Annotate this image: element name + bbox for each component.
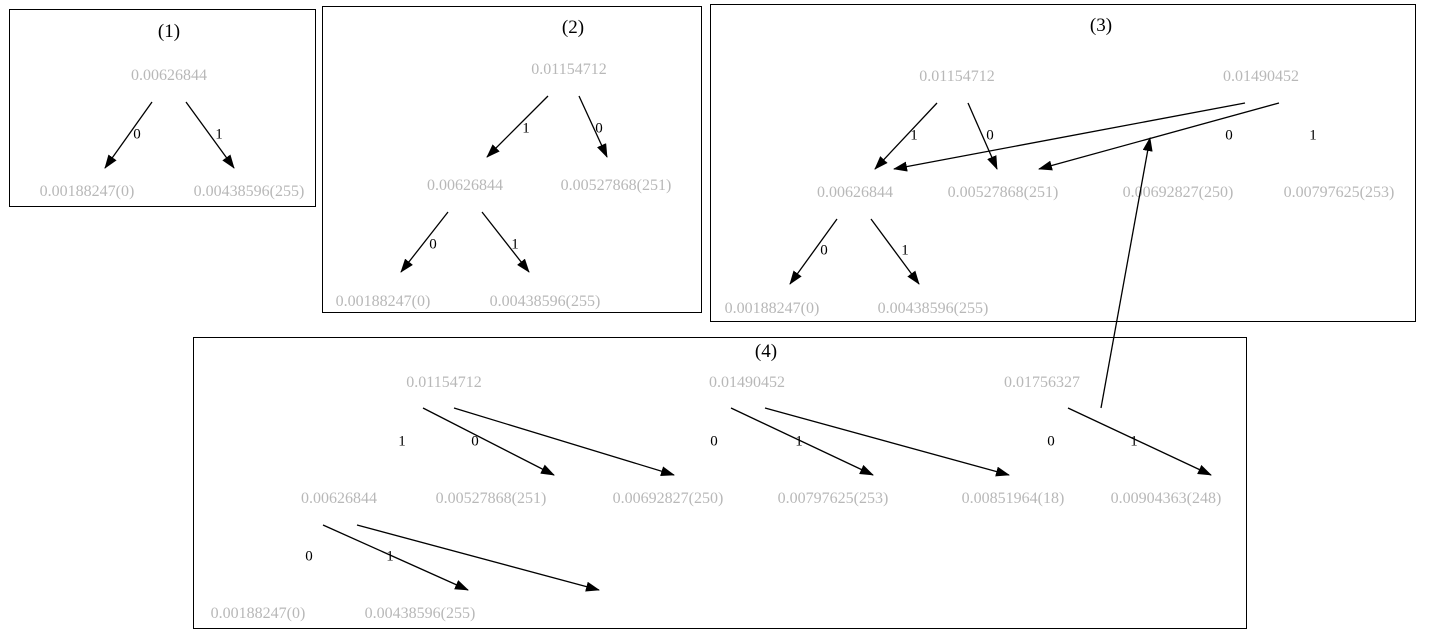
edge-arrow-r-a <box>874 102 938 170</box>
edge-arrow-a-b <box>789 218 838 285</box>
edge-arrow-s-f <box>764 407 1010 477</box>
edge-label: 0 <box>305 548 313 565</box>
edge-arrow-a-b <box>400 211 449 273</box>
edge-arrow-a-b <box>104 101 153 169</box>
edge-label: 1 <box>910 127 918 144</box>
tree-node: 0.00438596(255) <box>364 605 476 622</box>
tree-node: 0.01490452 <box>1223 68 1299 85</box>
edge-label: 1 <box>398 433 406 450</box>
tree-node: 0.00797625(253) <box>777 490 889 507</box>
tree-node: 0.01490452 <box>709 374 785 391</box>
diagram-panel-2: (2) 1 0 0 1 0.01154712 0.00626844 0.00527868(25… <box>322 6 702 313</box>
tree-node: 0.01154712 <box>406 374 482 391</box>
tree-node: 0.00692827(250) <box>1122 184 1234 201</box>
tree-node: 0.00188247(0) <box>210 605 306 622</box>
edge-label: 1 <box>795 433 803 450</box>
edge-arrow-s-f <box>1038 102 1280 171</box>
edge-label: 0 <box>429 236 437 253</box>
edge-label: 1 <box>386 548 394 565</box>
tree-node: 0.00188247(0) <box>39 183 135 200</box>
edge-arrow-a-c <box>481 211 530 273</box>
edge-arrow-s-e <box>893 102 1246 172</box>
edge-label: 0 <box>986 127 994 144</box>
edge-layer <box>104 101 235 169</box>
tree-node: 0.00626844 <box>427 177 503 194</box>
tree-node: 0.00527868(251) <box>560 177 672 194</box>
edge-label: 1 <box>1309 127 1317 144</box>
edge-label: 0 <box>133 126 141 143</box>
edge-label: 0 <box>595 120 603 137</box>
edge-label: 1 <box>511 236 519 253</box>
edge-label: 0 <box>820 242 828 259</box>
edge-arrow-s-e <box>730 407 874 476</box>
edge-label: 0 <box>471 433 479 450</box>
tree-node: 0.00626844 <box>301 490 377 507</box>
edge-arrow-t-h <box>1100 137 1153 409</box>
edge-label: 1 <box>215 126 223 143</box>
diagram-panel-3: (3) 1 0 0 1 0 1 0.01154712 0.00626844 0.00527868(… <box>710 4 1416 322</box>
diagram-panel-1: (1) 0 1 0.00626844 0.00188247(0) 0.00438596(2… <box>9 9 316 207</box>
tree-node: 0.00527868(251) <box>947 184 1059 201</box>
edge-arrow-t-g <box>1067 407 1212 476</box>
tree-node: 0.00692827(250) <box>612 490 724 507</box>
tree-node: 0.00904363(248) <box>1110 490 1222 507</box>
edge-layer <box>789 102 1280 285</box>
tree-node: 0.00797625(253) <box>1283 184 1395 201</box>
panel-title: (2) <box>561 17 585 38</box>
tree-node: 0.00438596(255) <box>877 300 989 317</box>
edge-label: 0 <box>1047 433 1055 450</box>
edge-label: 1 <box>522 120 530 137</box>
panel-title: (4) <box>754 341 778 362</box>
edge-arrow-r-a <box>422 407 555 476</box>
tree-node: 0.00527868(251) <box>435 490 547 507</box>
tree-node: 0.01154712 <box>531 61 607 78</box>
panel-title: (1) <box>157 21 181 42</box>
edge-arrow-r-d <box>967 102 998 170</box>
edge-layer <box>322 137 1212 592</box>
tree-node: 0.00851964(18) <box>961 490 1065 507</box>
edge-arrow-a-c <box>870 218 920 285</box>
tree-node: 0.01154712 <box>919 68 995 85</box>
panel-title: (3) <box>1089 15 1113 36</box>
tree-node: 0.00438596(255) <box>489 293 601 310</box>
tree-node: 0.00438596(255) <box>193 183 305 200</box>
tree-node: 0.01756327 <box>1004 374 1080 391</box>
edge-label: 1 <box>1130 433 1138 450</box>
tree-node: 0.00626844 <box>131 67 207 84</box>
edge-arrow-a-b <box>322 524 469 591</box>
edge-label: 0 <box>710 433 718 450</box>
edge-arrow-a-c <box>356 524 600 592</box>
edge-arrow-r-d <box>453 407 675 476</box>
diagram-panel-4: (4) 1 0 0 1 0 1 0 1 0.01154712 0.00626844 0.0052786… <box>193 137 1247 629</box>
edge-label: 1 <box>901 242 909 259</box>
tree-node: 0.00626844 <box>817 184 893 201</box>
tree-node: 0.00188247(0) <box>724 300 820 317</box>
edge-label: 0 <box>1225 127 1233 144</box>
edge-arrow-r-d <box>578 95 608 158</box>
tree-node: 0.00188247(0) <box>335 293 431 310</box>
edge-arrow-r-a <box>486 95 549 158</box>
edge-layer <box>400 95 608 273</box>
edge-arrow-a-c <box>185 101 235 169</box>
